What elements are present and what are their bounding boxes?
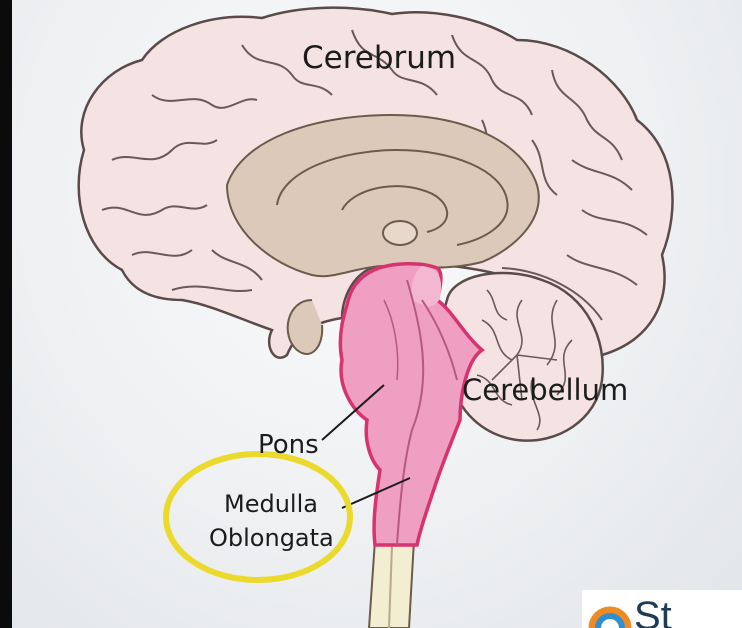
inner-brain-region (227, 115, 539, 276)
cerebrum-label: Cerebrum (302, 40, 456, 76)
medulla-oblongata-label: Medulla Oblongata (209, 487, 333, 555)
study-logo[interactable]: St (582, 590, 742, 628)
study-logo-icon (582, 590, 632, 628)
pons-label: Pons (258, 430, 319, 460)
brain-diagram (12, 0, 742, 628)
cerebellum-label: Cerebellum (462, 373, 628, 407)
medulla-label-line1: Medulla (209, 487, 333, 521)
diagram-canvas: Cerebrum Cerebellum Pons Medulla Oblonga… (12, 0, 742, 628)
logo-text: St (634, 596, 672, 628)
medulla-label-line2: Oblongata (209, 521, 333, 555)
